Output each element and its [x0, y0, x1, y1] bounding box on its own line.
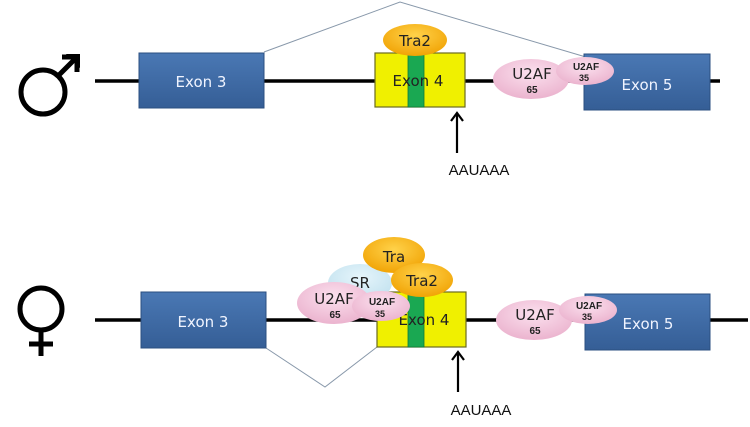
female-panel: Exon 3 Exon 4 SR Tra Tra2 U2AF 65	[17, 237, 748, 419]
female-u2af35-left-protein: U2AF 35	[352, 291, 410, 321]
male-splice-junction-line	[263, 1, 597, 61]
female-u2af35-left-subunit: 35	[375, 309, 385, 319]
male-u2af35-protein: U2AF 35	[556, 57, 614, 85]
female-symbol-icon	[17, 285, 65, 356]
male-polya-site-label: AAUAAA	[449, 162, 510, 179]
male-u2af65-subunit: 65	[526, 85, 538, 96]
female-tra-label: Tra	[382, 248, 405, 266]
male-exon-4-label: Exon 4	[393, 72, 444, 90]
male-panel: Exon 3 Exon 4 Tra2 Exon 5 U2AF 65 U2AF	[18, 1, 720, 179]
female-exon-5-label: Exon 5	[623, 315, 674, 333]
female-u2af35-right-protein: U2AF 35	[559, 296, 617, 324]
female-tra2-label: Tra2	[405, 272, 438, 290]
female-u2af65-right-label: U2AF	[515, 306, 554, 324]
male-exon-3-label: Exon 3	[176, 73, 227, 91]
male-u2af35-label: U2AF	[573, 62, 599, 73]
male-u2af65-protein: U2AF 65	[493, 59, 569, 99]
male-arrowhead	[66, 54, 80, 68]
female-exon-3-label: Exon 3	[178, 313, 229, 331]
female-splice-junction-line	[265, 346, 378, 388]
female-exon-3: Exon 3	[140, 291, 267, 349]
male-exon-4: Exon 4	[374, 52, 466, 108]
female-exon-4-label: Exon 4	[399, 311, 450, 329]
male-u2af65-label: U2AF	[512, 65, 551, 83]
female-u2af65-left-protein: U2AF 65	[297, 282, 371, 324]
female-polya-site-label: AAUAAA	[451, 402, 512, 419]
male-exon-3: Exon 3	[138, 52, 265, 109]
male-polya-arrow-icon	[450, 111, 464, 153]
female-u2af65-right-protein: U2AF 65	[496, 300, 572, 340]
female-u2af65-left-label: U2AF	[314, 290, 353, 308]
male-tra2-protein: Tra2	[383, 24, 447, 56]
female-tra2-protein: Tra2	[391, 263, 453, 297]
female-u2af35-right-label: U2AF	[576, 301, 602, 312]
female-u2af35-left-label: U2AF	[369, 297, 395, 308]
female-polya-arrow-icon	[451, 350, 465, 392]
male-exon-5-label: Exon 5	[622, 76, 673, 94]
male-tra2-label: Tra2	[398, 32, 431, 50]
female-u2af35-right-subunit: 35	[582, 312, 592, 322]
male-u2af35-subunit: 35	[579, 73, 589, 83]
female-u2af65-left-subunit: 65	[329, 310, 341, 321]
female-u2af65-right-subunit: 65	[529, 326, 541, 337]
female-tra-protein: Tra	[363, 237, 425, 273]
male-symbol-icon	[18, 54, 80, 117]
